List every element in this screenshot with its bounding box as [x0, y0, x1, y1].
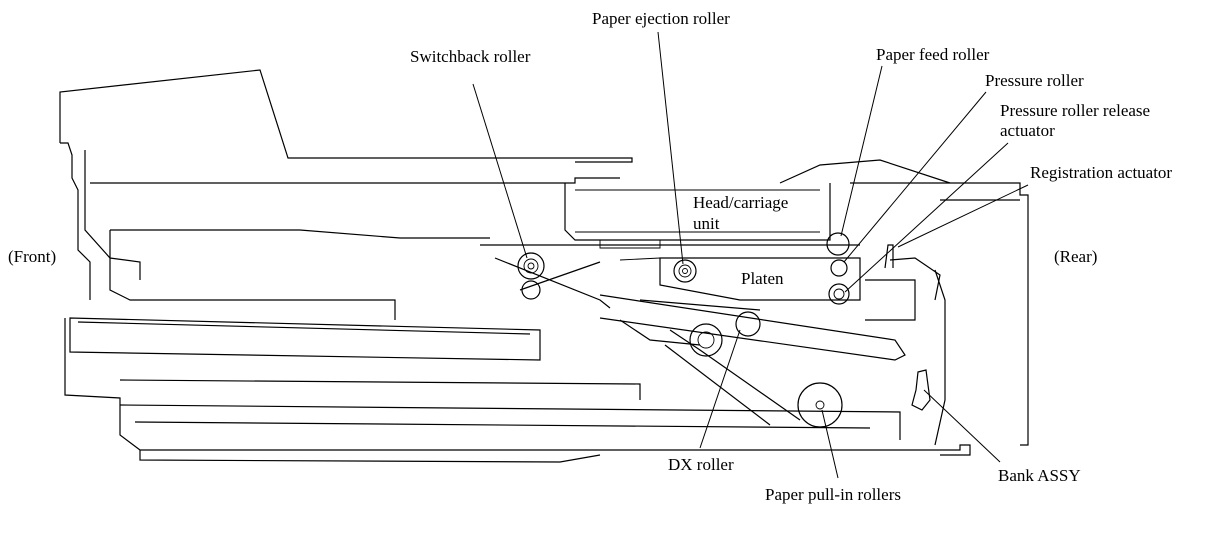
- paper-path: [480, 244, 941, 426]
- label-dx-roller: DX roller: [668, 455, 734, 474]
- label-rear: (Rear): [1054, 247, 1097, 266]
- leader-paper-pull-in-rollers: [821, 409, 839, 479]
- leader-registration-actuator: [897, 184, 1029, 248]
- leader-switchback-roller: [472, 83, 528, 259]
- pressure-roller-release-actuator: [828, 283, 850, 305]
- leader-paper-ejection-roller: [657, 31, 684, 265]
- leader-paper-feed-roller: [840, 65, 883, 237]
- label-paper-ejection-roller: Paper ejection roller: [592, 9, 730, 28]
- leader-pressure-roller-release-actuator: [844, 142, 1009, 293]
- switchback-roller: [517, 252, 545, 300]
- leader-pressure-roller: [843, 91, 987, 263]
- paper-feed-roller: [826, 232, 850, 256]
- labels: Switchback roller Paper ejection roller …: [8, 9, 1172, 504]
- label-head-carriage-unit-line2: unit: [693, 214, 720, 233]
- label-registration-actuator: Registration actuator: [1030, 163, 1172, 182]
- leader-lines: [472, 31, 1029, 479]
- label-pressure-roller: Pressure roller: [985, 71, 1084, 90]
- label-paper-pull-in-rollers: Paper pull-in rollers: [765, 485, 901, 504]
- label-pressure-roller-release-actuator-line1: Pressure roller release: [1000, 101, 1150, 120]
- label-platen: Platen: [741, 269, 784, 288]
- label-bank-assy: Bank ASSY: [998, 466, 1081, 485]
- registration-actuator: [884, 244, 894, 269]
- label-front: (Front): [8, 247, 56, 266]
- label-head-carriage-unit-line1: Head/carriage: [693, 193, 788, 212]
- dx-roller: [689, 311, 761, 357]
- leader-bank-assy: [923, 389, 1001, 463]
- label-switchback-roller: Switchback roller: [410, 47, 531, 66]
- label-paper-feed-roller: Paper feed roller: [876, 45, 990, 64]
- pressure-roller: [830, 259, 848, 277]
- platen: [619, 257, 861, 301]
- chassis-outline: [59, 69, 1029, 463]
- head-carriage-unit: [564, 183, 831, 249]
- bank-assy: [911, 369, 931, 411]
- label-pressure-roller-release-actuator-line2: actuator: [1000, 121, 1055, 140]
- paper-ejection-roller: [673, 259, 697, 283]
- leader-dx-roller: [699, 329, 741, 449]
- paper-pull-in-rollers: [797, 382, 843, 428]
